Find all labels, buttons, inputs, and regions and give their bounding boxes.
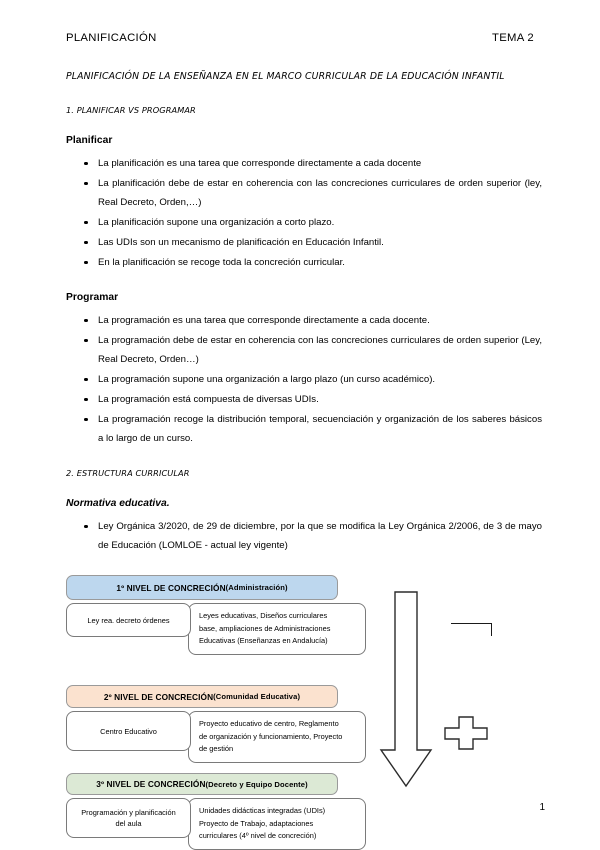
level-2-group: 2º NIVEL DE CONCRECIÓN (Comunidad Educat… [66, 685, 366, 763]
level-1-right-box: Leyes educativas, Diseños curriculares b… [188, 603, 366, 655]
level-3-header-paren: (Decreto y Equipo Docente) [205, 779, 308, 789]
level-3-header-main: 3º NIVEL DE CONCRECIÓN [96, 779, 206, 789]
level-3-right-line: Unidades didácticas integradas (UDIs) [199, 806, 326, 815]
level-3-right-line: curriculares (4º nivel de concreción) [199, 831, 317, 840]
concretion-levels-diagram: 1º NIVEL DE CONCRECIÓN (Administración) … [66, 575, 542, 850]
list-item: Las UDIs son un mecanismo de planificaci… [66, 233, 542, 252]
list-item: La programación recoge la distribución t… [66, 410, 542, 448]
level-1-header-paren: (Administración) [225, 583, 288, 592]
level-1-right-line: Leyes educativas, Diseños curriculares [199, 611, 328, 620]
level-2-header: 2º NIVEL DE CONCRECIÓN (Comunidad Educat… [66, 685, 338, 708]
level-1-left-box: Ley rea. decreto órdenes [66, 603, 191, 637]
level-1-right-line: Educativas (Enseñanzas en Andalucía) [199, 636, 328, 645]
down-arrow-icon [379, 590, 433, 790]
level-3-left-line: del aula [115, 819, 142, 828]
document-header: PLANIFICACIÓN TEMA 2 [66, 32, 542, 44]
header-right-text: TEMA 2 [492, 32, 534, 44]
plus-icon [444, 715, 488, 751]
list-item: La programación supone una organización … [66, 370, 542, 389]
level-3-left-line: Programación y planificación [81, 808, 176, 817]
list-item: La programación es una tarea que corresp… [66, 311, 542, 330]
level-2-right-line: de gestión [199, 744, 234, 753]
level-1-header: 1º NIVEL DE CONCRECIÓN (Administración) [66, 575, 338, 600]
list-item: La planificación supone una organización… [66, 213, 542, 232]
level-2-header-paren: (Comunidad Educativa) [213, 692, 301, 701]
programar-title: Programar [66, 292, 119, 303]
normativa-list: Ley Orgánica 3/2020, de 29 de diciembre,… [66, 517, 542, 555]
programar-list: La programación es una tarea que corresp… [66, 311, 542, 448]
level-1-group: 1º NIVEL DE CONCRECIÓN (Administración) … [66, 575, 366, 655]
level-2-right-line: Proyecto educativo de centro, Reglamento [199, 719, 339, 728]
list-item: La programación debe de estar en coheren… [66, 331, 542, 369]
list-item: En la planificación se recoge toda la co… [66, 253, 542, 272]
planificar-list: La planificación es una tarea que corres… [66, 154, 542, 272]
list-item: La planificación debe de estar en cohere… [66, 174, 542, 212]
normativa-title: Normativa educativa. [66, 498, 170, 509]
level-2-boxes: Centro Educativo Proyecto educativo de c… [66, 711, 366, 763]
level-3-left-box: Programación y planificación del aula [66, 798, 191, 838]
level-2-left-box: Centro Educativo [66, 711, 191, 751]
level-1-right-line: base, ampliaciones de Administraciones [199, 623, 331, 633]
page-title: PLANIFICACIÓN DE LA ENSEÑANZA EN EL MARC… [66, 71, 505, 82]
section-2-heading: 2. ESTRUCTURA CURRICULAR [66, 468, 190, 478]
list-item: La programación está compuesta de divers… [66, 390, 542, 409]
list-item: Ley Orgánica 3/2020, de 29 de diciembre,… [66, 517, 542, 555]
page-number: 1 [539, 802, 545, 813]
level-3-group: 3º NIVEL DE CONCRECIÓN (Decreto y Equipo… [66, 773, 366, 850]
level-3-right-line: Proyecto de Trabajo, adaptaciones [199, 818, 314, 828]
header-left-text: PLANIFICACIÓN [66, 32, 157, 44]
level-2-header-main: 2º NIVEL DE CONCRECIÓN [103, 691, 214, 702]
level-2-right-box: Proyecto educativo de centro, Reglamento… [188, 711, 366, 763]
level-3-header: 3º NIVEL DE CONCRECIÓN (Decreto y Equipo… [66, 773, 338, 795]
corner-bracket-icon [451, 623, 492, 636]
section-1-heading: 1. PLANIFICAR VS PROGRAMAR [66, 105, 196, 115]
level-3-boxes: Programación y planificación del aula Un… [66, 798, 366, 850]
level-3-right-box: Unidades didácticas integradas (UDIs) Pr… [188, 798, 366, 850]
level-1-boxes: Ley rea. decreto órdenes Leyes educativa… [66, 603, 366, 655]
list-item: La planificación es una tarea que corres… [66, 154, 542, 173]
level-2-right-line: de organización y funcionamiento, Proyec… [199, 731, 343, 741]
level-1-header-main: 1º NIVEL DE CONCRECIÓN [116, 582, 226, 593]
planificar-title: Planificar [66, 135, 113, 146]
